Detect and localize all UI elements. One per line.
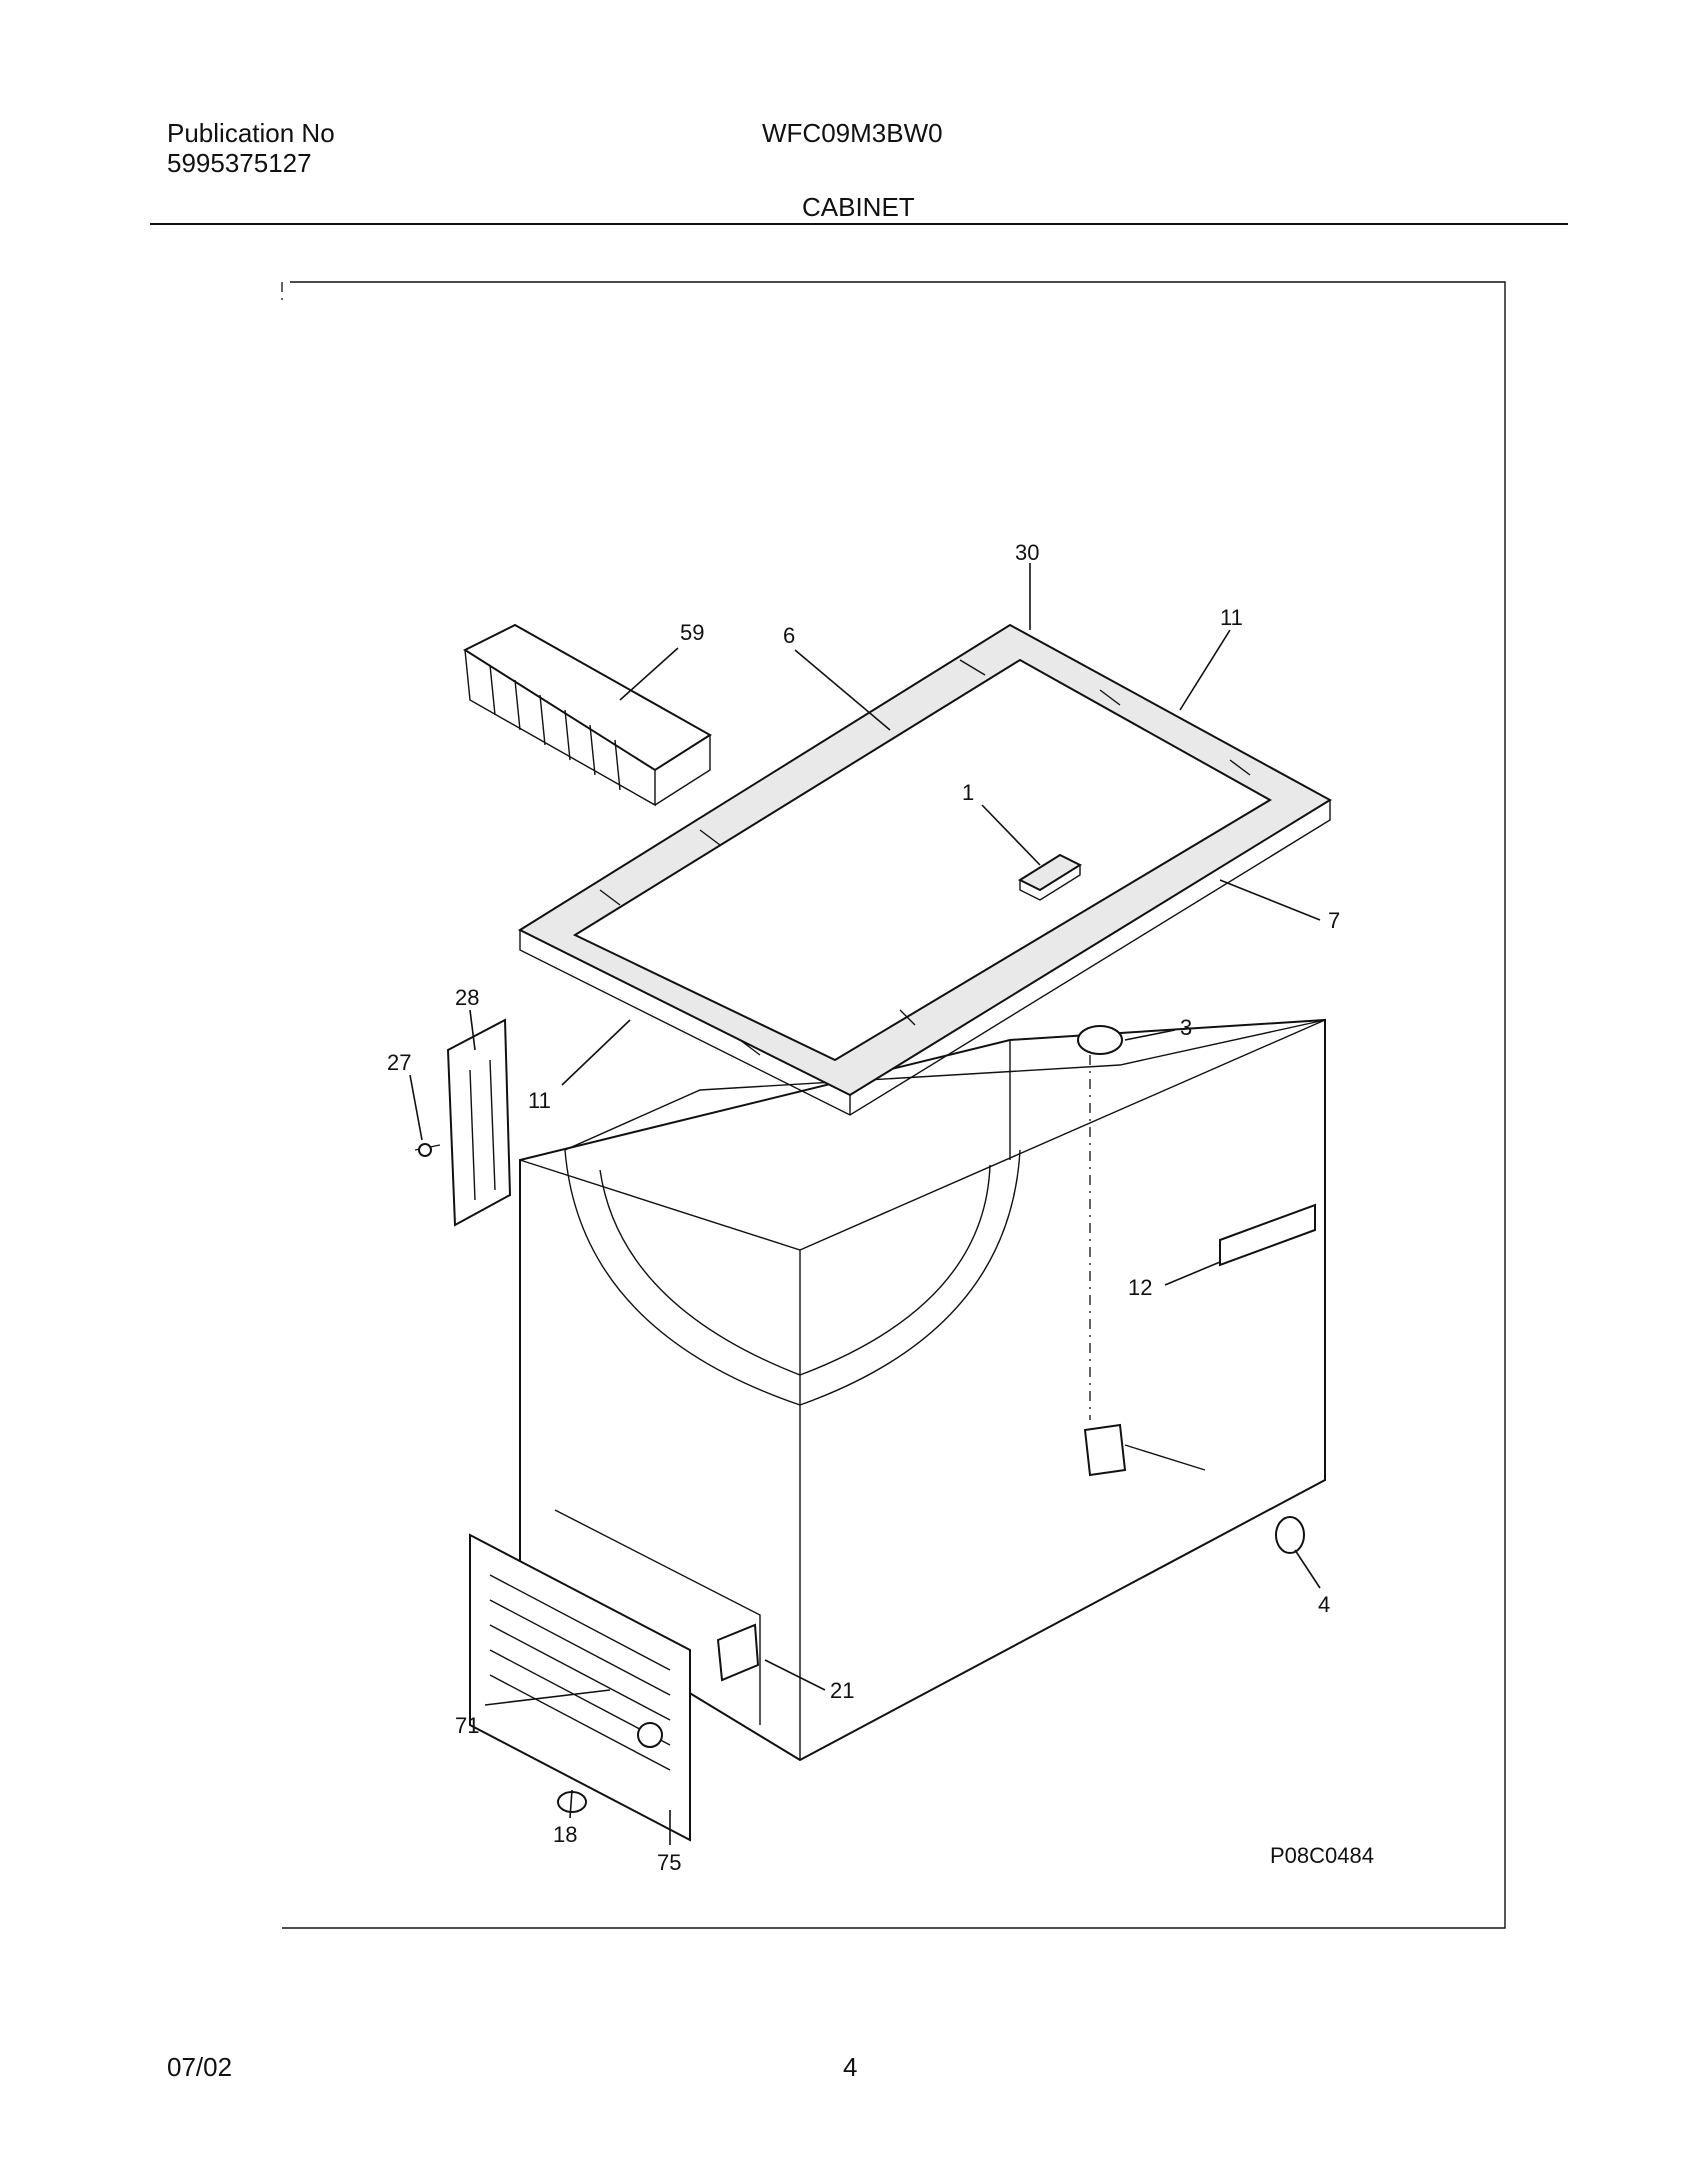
- serial-label: [1219, 1203, 1316, 1267]
- cabinet-body: [519, 1018, 1326, 1762]
- page-number: 4: [843, 2052, 858, 2082]
- callout-27: 27: [387, 1050, 411, 1075]
- section-title: CABINET: [802, 192, 915, 222]
- publication-label: Publication No: [167, 118, 335, 148]
- callout-59: 59: [680, 620, 704, 645]
- callout-12: 12: [1128, 1275, 1152, 1300]
- callout-11-top: 11: [1220, 605, 1243, 630]
- lid-switch: [1017, 853, 1083, 901]
- front-grille: [469, 1509, 761, 1842]
- publication-number: 5995375127: [167, 148, 312, 178]
- callout-28: 28: [455, 985, 479, 1010]
- callout-4: 4: [1318, 1592, 1330, 1617]
- header-rule: [150, 223, 1568, 225]
- model-number: WFC09M3BW0: [762, 118, 943, 148]
- wire-basket: [462, 623, 712, 807]
- callout-18: 18: [553, 1822, 577, 1847]
- callout-1: 1: [962, 780, 974, 805]
- drawing-frame: [282, 281, 1506, 1929]
- callout-71: 71: [455, 1713, 479, 1738]
- lid-gasket-frame: [517, 623, 1332, 1116]
- callout-21: 21: [830, 1678, 854, 1703]
- callout-30: 30: [1015, 540, 1039, 565]
- footer-date: 07/02: [167, 2052, 233, 2082]
- callout-75: 75: [657, 1850, 681, 1875]
- callout-7: 7: [1328, 908, 1340, 933]
- callout-11-bottom: 11: [528, 1088, 551, 1113]
- callout-3: 3: [1180, 1015, 1192, 1040]
- hinge: [414, 1018, 512, 1227]
- callout-6: 6: [783, 623, 795, 648]
- drain-tube: [1077, 1025, 1305, 1554]
- control-switch: [716, 1623, 760, 1682]
- drawing-code: P08C0484: [1270, 1843, 1374, 1868]
